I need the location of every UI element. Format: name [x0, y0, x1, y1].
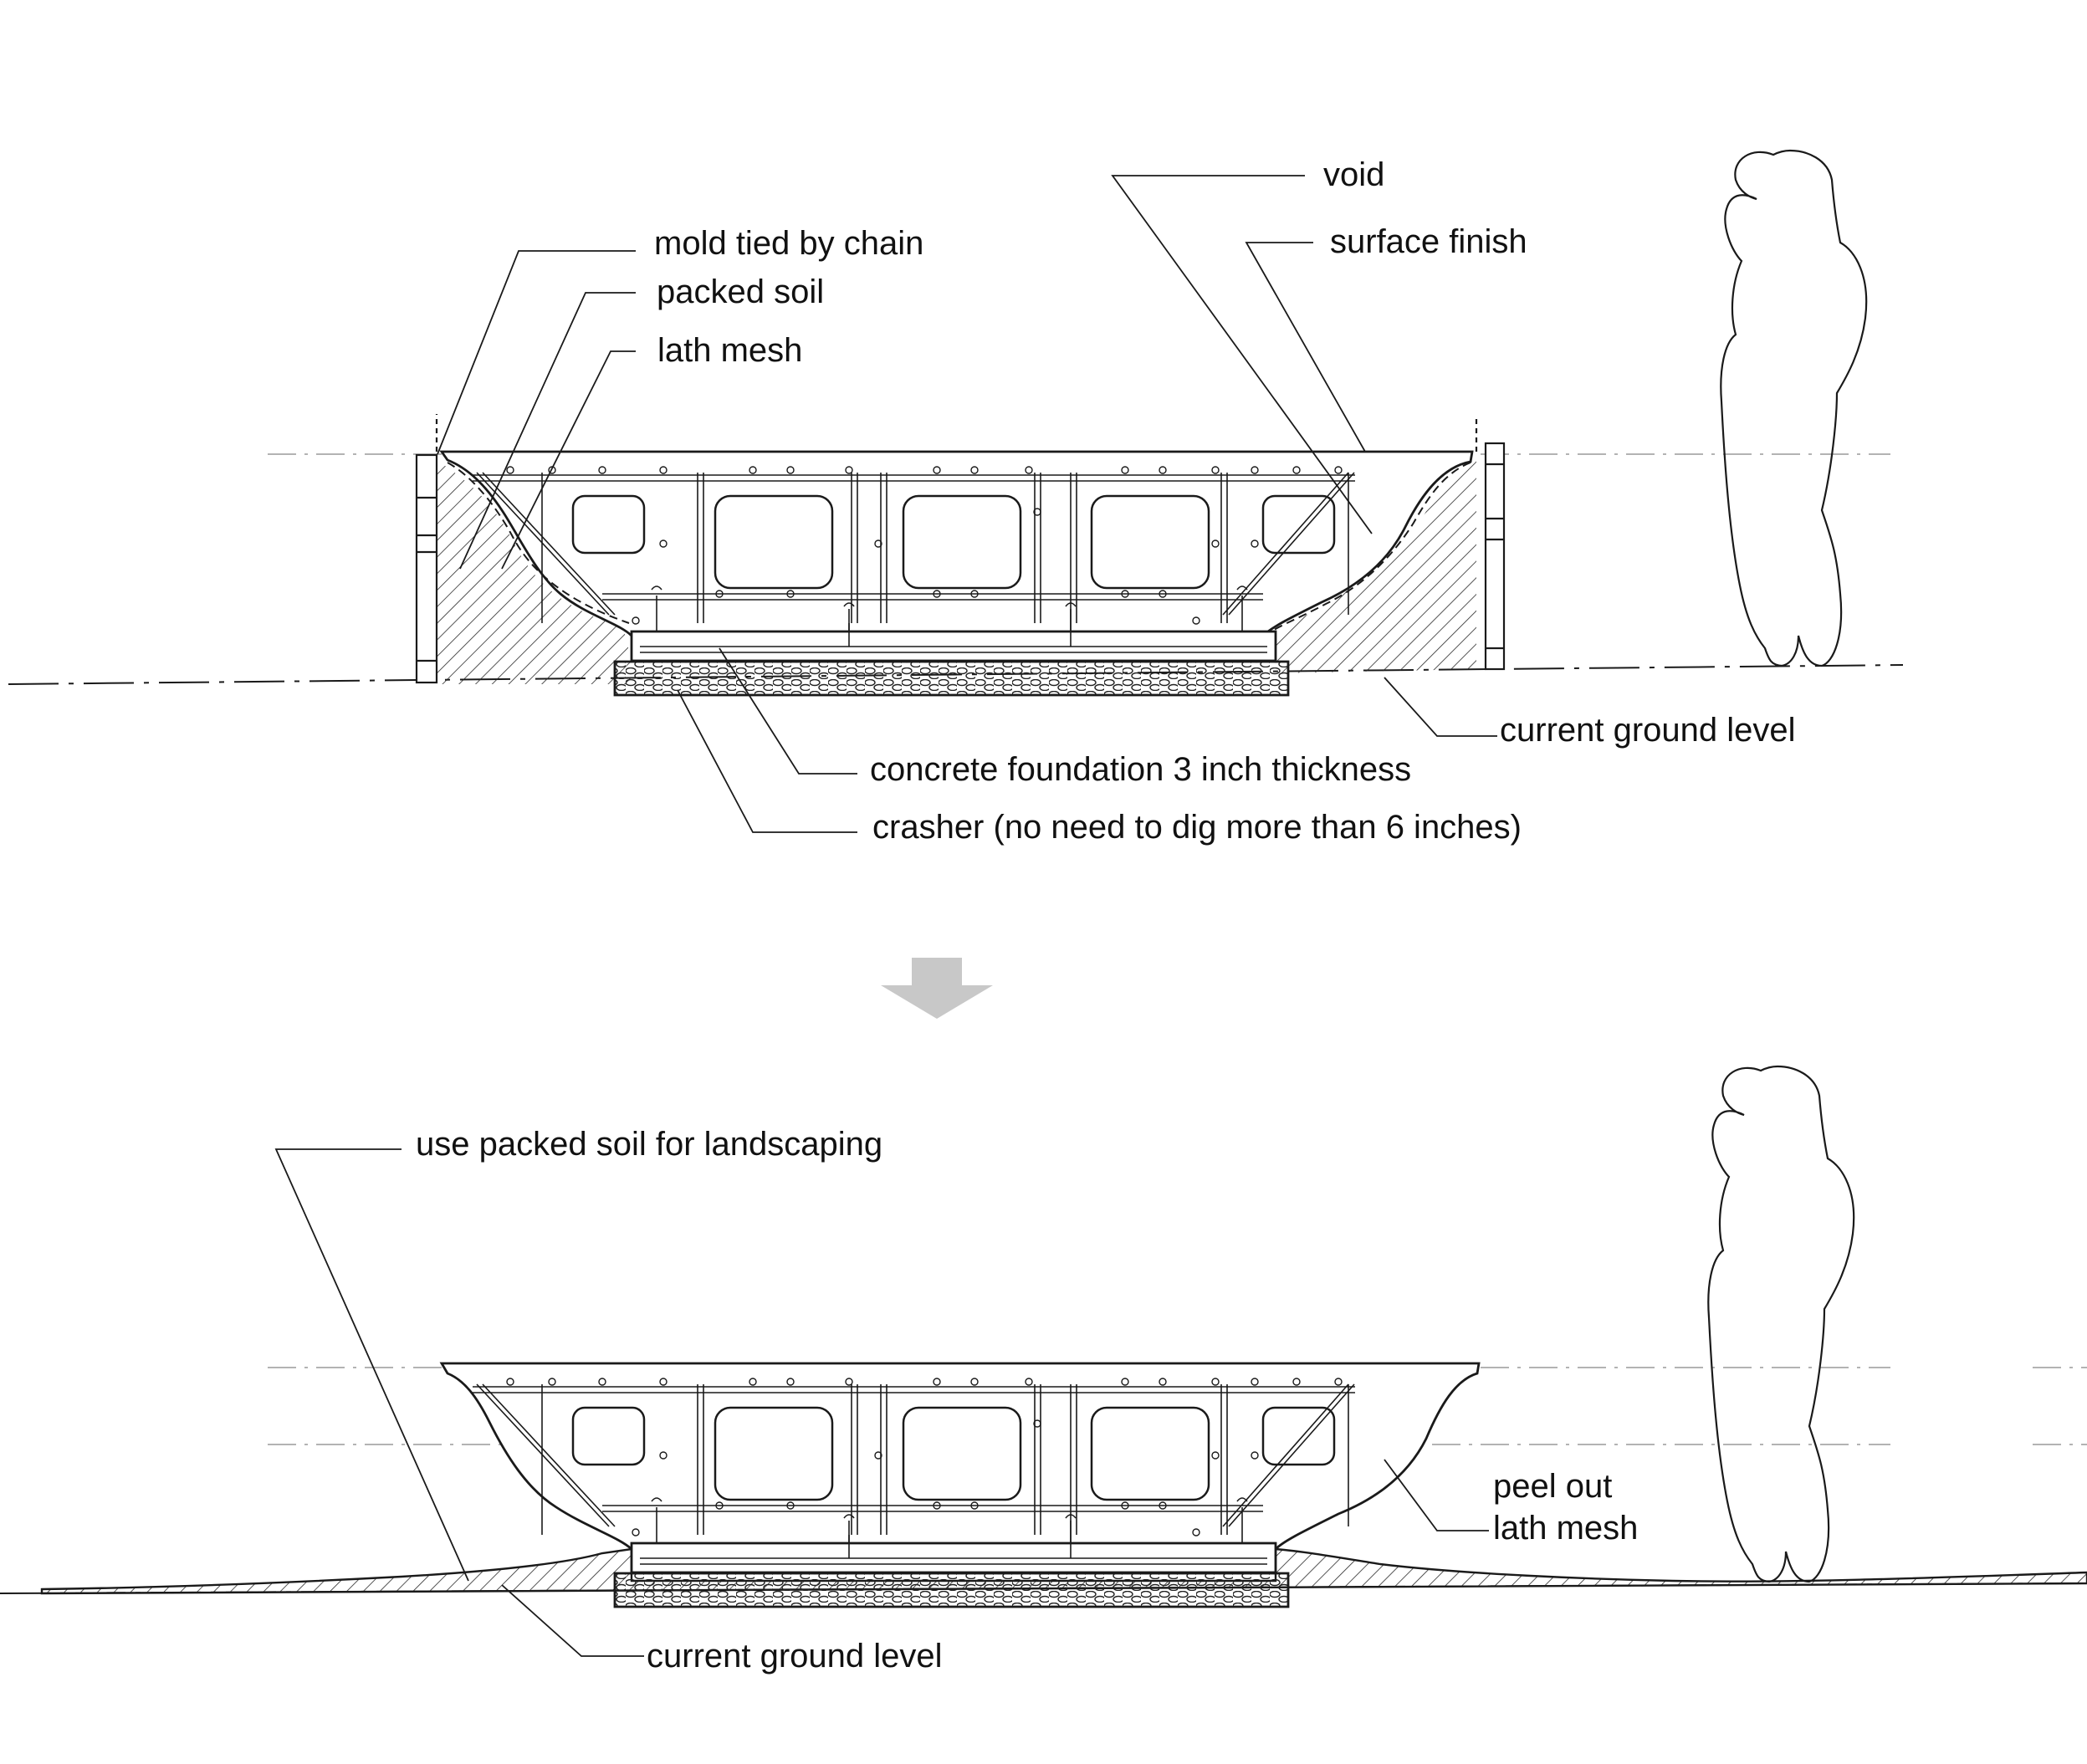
landscaping-soil — [40, 1547, 2087, 1595]
label-peel-out: peel out — [1493, 1468, 1612, 1505]
vessel-shell-bottom — [439, 1362, 1481, 1551]
label-lath-mesh-bottom: lath mesh — [1493, 1510, 1638, 1547]
lath-line-left — [447, 462, 630, 624]
human-figure-bottom — [1707, 1065, 1855, 1583]
label-void: void — [1323, 156, 1384, 193]
crusher-layer-bottom — [613, 1572, 1290, 1608]
packed-soil-left — [437, 460, 632, 684]
crusher-layer-top — [613, 660, 1290, 697]
mold-right — [1475, 418, 1506, 671]
label-current-ground-level-top: current ground level — [1500, 712, 1796, 749]
label-mold-tied-by-chain: mold tied by chain — [654, 225, 923, 262]
label-lath-mesh: lath mesh — [657, 332, 802, 369]
human-figure-top — [1720, 149, 1868, 667]
label-concrete-foundation: concrete foundation 3 inch thickness — [870, 751, 1411, 788]
bottom-section: use packed soil for landscaping peel out… — [0, 1065, 2087, 1675]
packed-soil-right — [1276, 456, 1476, 673]
top-section: void surface finish mold tied by chain p… — [8, 149, 1904, 846]
label-surface-finish: surface finish — [1330, 223, 1527, 260]
label-use-packed-soil: use packed soil for landscaping — [416, 1126, 882, 1163]
down-arrow-icon — [881, 958, 993, 1019]
mold-left — [415, 414, 438, 684]
label-crasher: crasher (no need to dig more than 6 inch… — [872, 809, 1522, 846]
label-current-ground-level-bottom: current ground level — [647, 1638, 943, 1675]
lath-line-right — [1271, 462, 1471, 632]
label-packed-soil: packed soil — [657, 274, 824, 310]
